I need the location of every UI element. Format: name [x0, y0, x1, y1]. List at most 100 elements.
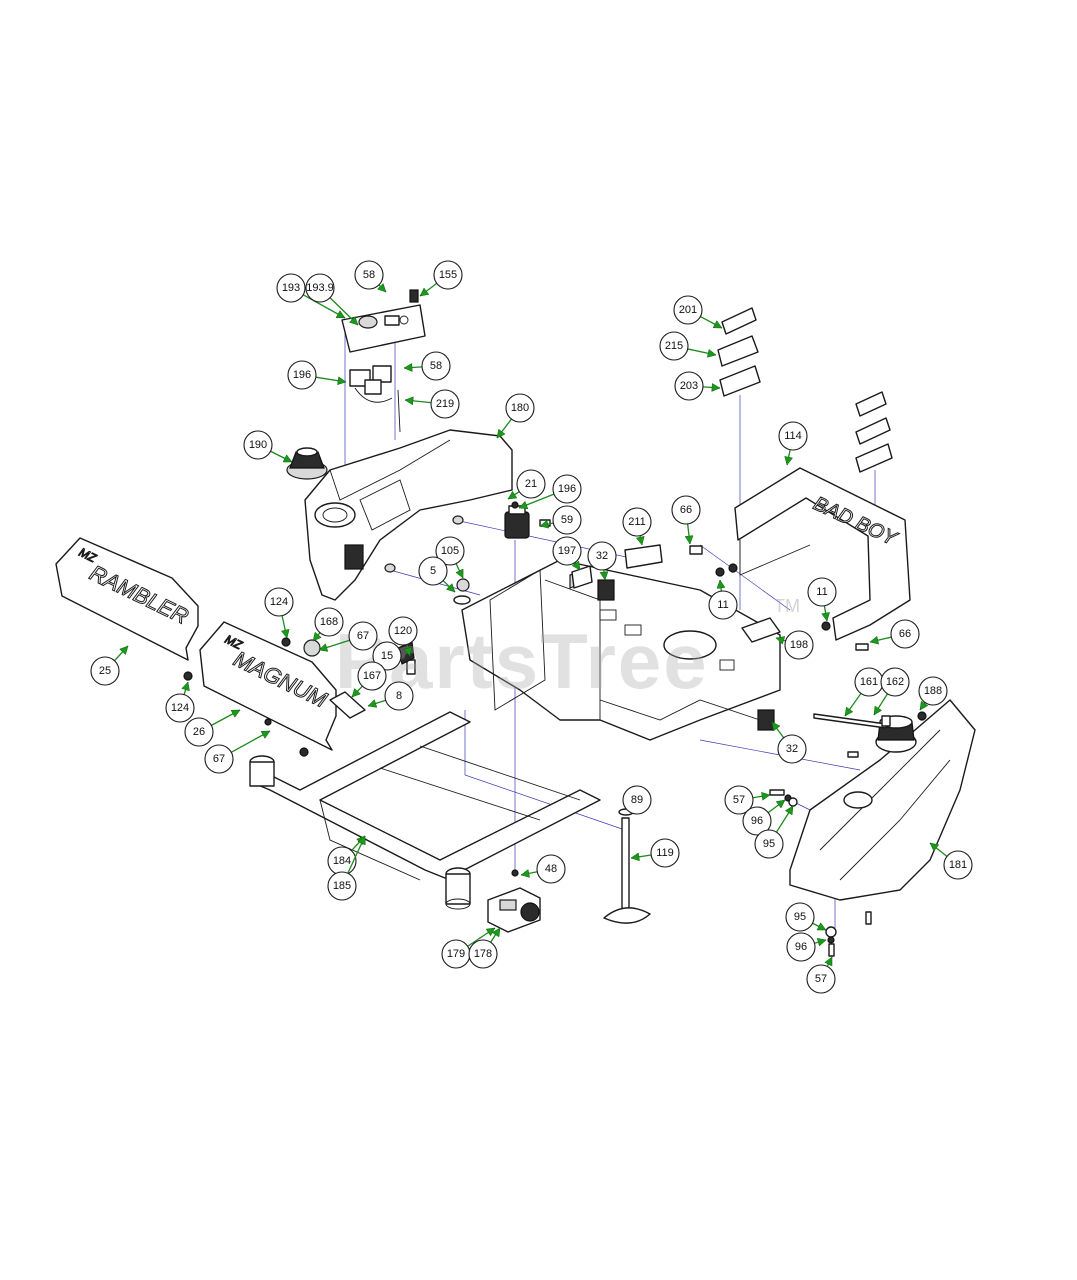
callout-arrowhead — [775, 636, 786, 645]
callout-label: 180 — [511, 402, 529, 414]
callout-arrowhead — [119, 645, 129, 656]
callout-arrowhead — [230, 709, 241, 718]
callout-bubble — [536, 854, 566, 884]
callout-label: 168 — [320, 616, 338, 628]
callout-bubble — [552, 474, 582, 504]
callout-arrowhead — [496, 428, 506, 439]
magnum-shield: MAGNUM MZ — [199, 621, 337, 751]
callout-label: 96 — [795, 941, 807, 953]
callout-label: 48 — [545, 863, 557, 875]
callout-label: 193.9 — [306, 282, 334, 294]
callout-bubble — [784, 630, 814, 660]
callout-label: 211 — [628, 516, 646, 528]
callout-bubble — [552, 536, 582, 566]
callout-bubble — [287, 360, 317, 390]
callout-arrowhead — [282, 454, 293, 463]
callout-arrowhead — [873, 705, 883, 716]
callout-arrowhead — [367, 699, 378, 708]
callout-bubble — [357, 661, 387, 691]
callout-label: 8 — [396, 690, 402, 702]
callout-bubble — [673, 295, 703, 325]
decal-strips — [717, 307, 893, 473]
callout-arrowhead — [824, 956, 833, 967]
callout-label: 178 — [474, 948, 492, 960]
callout-label: 67 — [213, 753, 225, 765]
callout-bubble — [372, 641, 402, 671]
callout-label: 185 — [333, 880, 351, 892]
callout-bubble — [786, 932, 816, 962]
deck-lift-rod — [603, 808, 651, 924]
wiring-harness — [349, 365, 401, 433]
callout-label: 124 — [270, 596, 288, 608]
callout-arrowhead — [844, 706, 854, 717]
callout-label: 32 — [596, 550, 608, 562]
callout-bubble — [354, 260, 384, 290]
callout-label: 114 — [784, 430, 802, 442]
callout-bubble — [659, 331, 689, 361]
callout-arrowhead — [351, 687, 361, 698]
callout-bubble — [305, 273, 335, 303]
callout-label: 193 — [282, 282, 300, 294]
callout-arrowhead — [816, 937, 827, 947]
callout-bubble — [918, 676, 948, 706]
callout-label: 57 — [815, 973, 827, 985]
callout-arrowhead — [684, 535, 694, 545]
callout-label: 215 — [665, 340, 683, 352]
callout-arrowhead — [869, 635, 880, 645]
callout-bubble — [505, 393, 535, 423]
callout-arrowhead — [761, 791, 771, 801]
callout-bubble — [165, 693, 195, 723]
callout-bubble — [184, 717, 214, 747]
callout-label: 32 — [786, 743, 798, 755]
callout-label: 120 — [394, 625, 412, 637]
decal-198 — [741, 617, 781, 643]
relay-block — [504, 505, 530, 539]
callout-label: 196 — [558, 483, 576, 495]
callout-label: 119 — [656, 847, 674, 859]
callout-label: 184 — [333, 855, 351, 867]
callout-label: 167 — [363, 670, 381, 682]
callout-bubble — [314, 607, 344, 637]
callout-arrowhead — [775, 799, 786, 809]
callout-label: 197 — [558, 545, 576, 557]
callout-bubble — [468, 939, 498, 969]
callout-label: 188 — [924, 685, 942, 697]
callout-label: 89 — [631, 794, 643, 806]
callout-arrowhead — [711, 383, 721, 392]
dash-console — [304, 429, 513, 601]
callout-label: 21 — [525, 478, 537, 490]
callout-bubble — [276, 273, 306, 303]
control-panel-plate — [341, 289, 426, 353]
callout-label: 190 — [249, 439, 267, 451]
callout-label: 219 — [436, 398, 454, 410]
callout-bubble — [433, 260, 463, 290]
callout-label: 203 — [680, 380, 698, 392]
callout-arrowhead — [335, 310, 346, 319]
callout-bubble — [778, 421, 808, 451]
callout-label: 5 — [430, 565, 436, 577]
fuel-tank-fender — [789, 699, 976, 901]
cup-holder-part — [286, 447, 328, 480]
callout-bubble — [516, 469, 546, 499]
callout-bubble — [327, 871, 357, 901]
callout-arrowhead — [821, 612, 830, 622]
callout-bubble — [724, 785, 754, 815]
callout-bubble — [384, 681, 414, 711]
callout-arrowhead — [349, 316, 359, 326]
callout-bubble — [90, 656, 120, 686]
callout-label: 201 — [679, 304, 697, 316]
callout-bubble — [430, 389, 460, 419]
callout-bubble — [742, 806, 772, 836]
callout-label: 26 — [193, 726, 205, 738]
callout-bubble — [650, 838, 680, 868]
callout-arrowhead — [771, 721, 781, 732]
callout-arrowhead — [518, 500, 529, 510]
callout-arrowhead — [260, 730, 271, 739]
callout-arrowhead — [181, 681, 190, 692]
callout-label: 59 — [561, 514, 573, 526]
callout-bubble — [204, 744, 234, 774]
callout-bubble — [807, 577, 837, 607]
callout-bubble — [943, 850, 973, 880]
callout-label: 96 — [751, 815, 763, 827]
